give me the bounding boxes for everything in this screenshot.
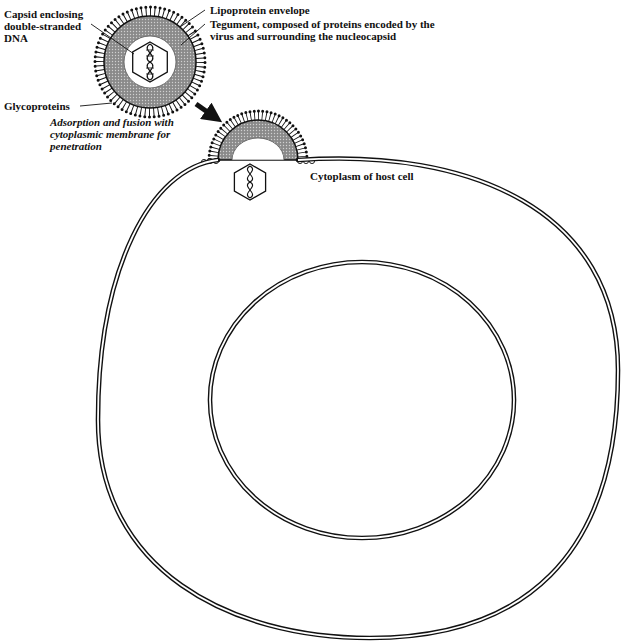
step-label: Adsorption and fusion with cytoplasmic m…	[50, 116, 200, 152]
part-label: Capsid enclosing double-stranded DNA	[4, 8, 90, 44]
dna-strand	[247, 166, 252, 198]
fused-envelope	[218, 120, 298, 160]
lipoprotein-envelope	[104, 16, 196, 108]
dna-strand	[147, 44, 153, 80]
released-capsid	[234, 164, 265, 200]
leader-lines	[80, 10, 205, 106]
cell-membrane	[98, 159, 618, 638]
capsid	[133, 42, 168, 82]
glycoprotein-knobs	[95, 7, 205, 117]
leader-line	[181, 24, 205, 45]
dna-strand	[247, 166, 252, 198]
cell-membrane-gap	[98, 159, 618, 638]
free-virion	[95, 7, 205, 117]
leader-line	[91, 24, 134, 54]
attached-virion	[201, 111, 314, 200]
part-label: Tegument, composed of proteins encoded b…	[210, 18, 438, 42]
dna-rungs	[146, 50, 154, 74]
nuclear-membrane-gap	[210, 262, 514, 538]
nuclear-membrane	[210, 262, 514, 538]
part-label: Glycoproteins	[4, 100, 80, 112]
nucleocapsid-space	[124, 36, 176, 88]
region-label: Cytoplasm of host cell	[310, 170, 414, 182]
dna-strand	[147, 44, 153, 80]
part-label: Lipoprotein envelope	[210, 4, 410, 16]
leader-line	[180, 10, 205, 27]
glycoprotein-spikes	[100, 12, 200, 112]
movement-arrow	[196, 104, 216, 118]
leader-line	[80, 103, 112, 106]
host-cell: Cytoplasm of host cell	[96, 150, 620, 640]
cell-outline	[96, 150, 620, 640]
glycoprotein-knobs	[209, 111, 307, 160]
opening	[232, 138, 284, 160]
